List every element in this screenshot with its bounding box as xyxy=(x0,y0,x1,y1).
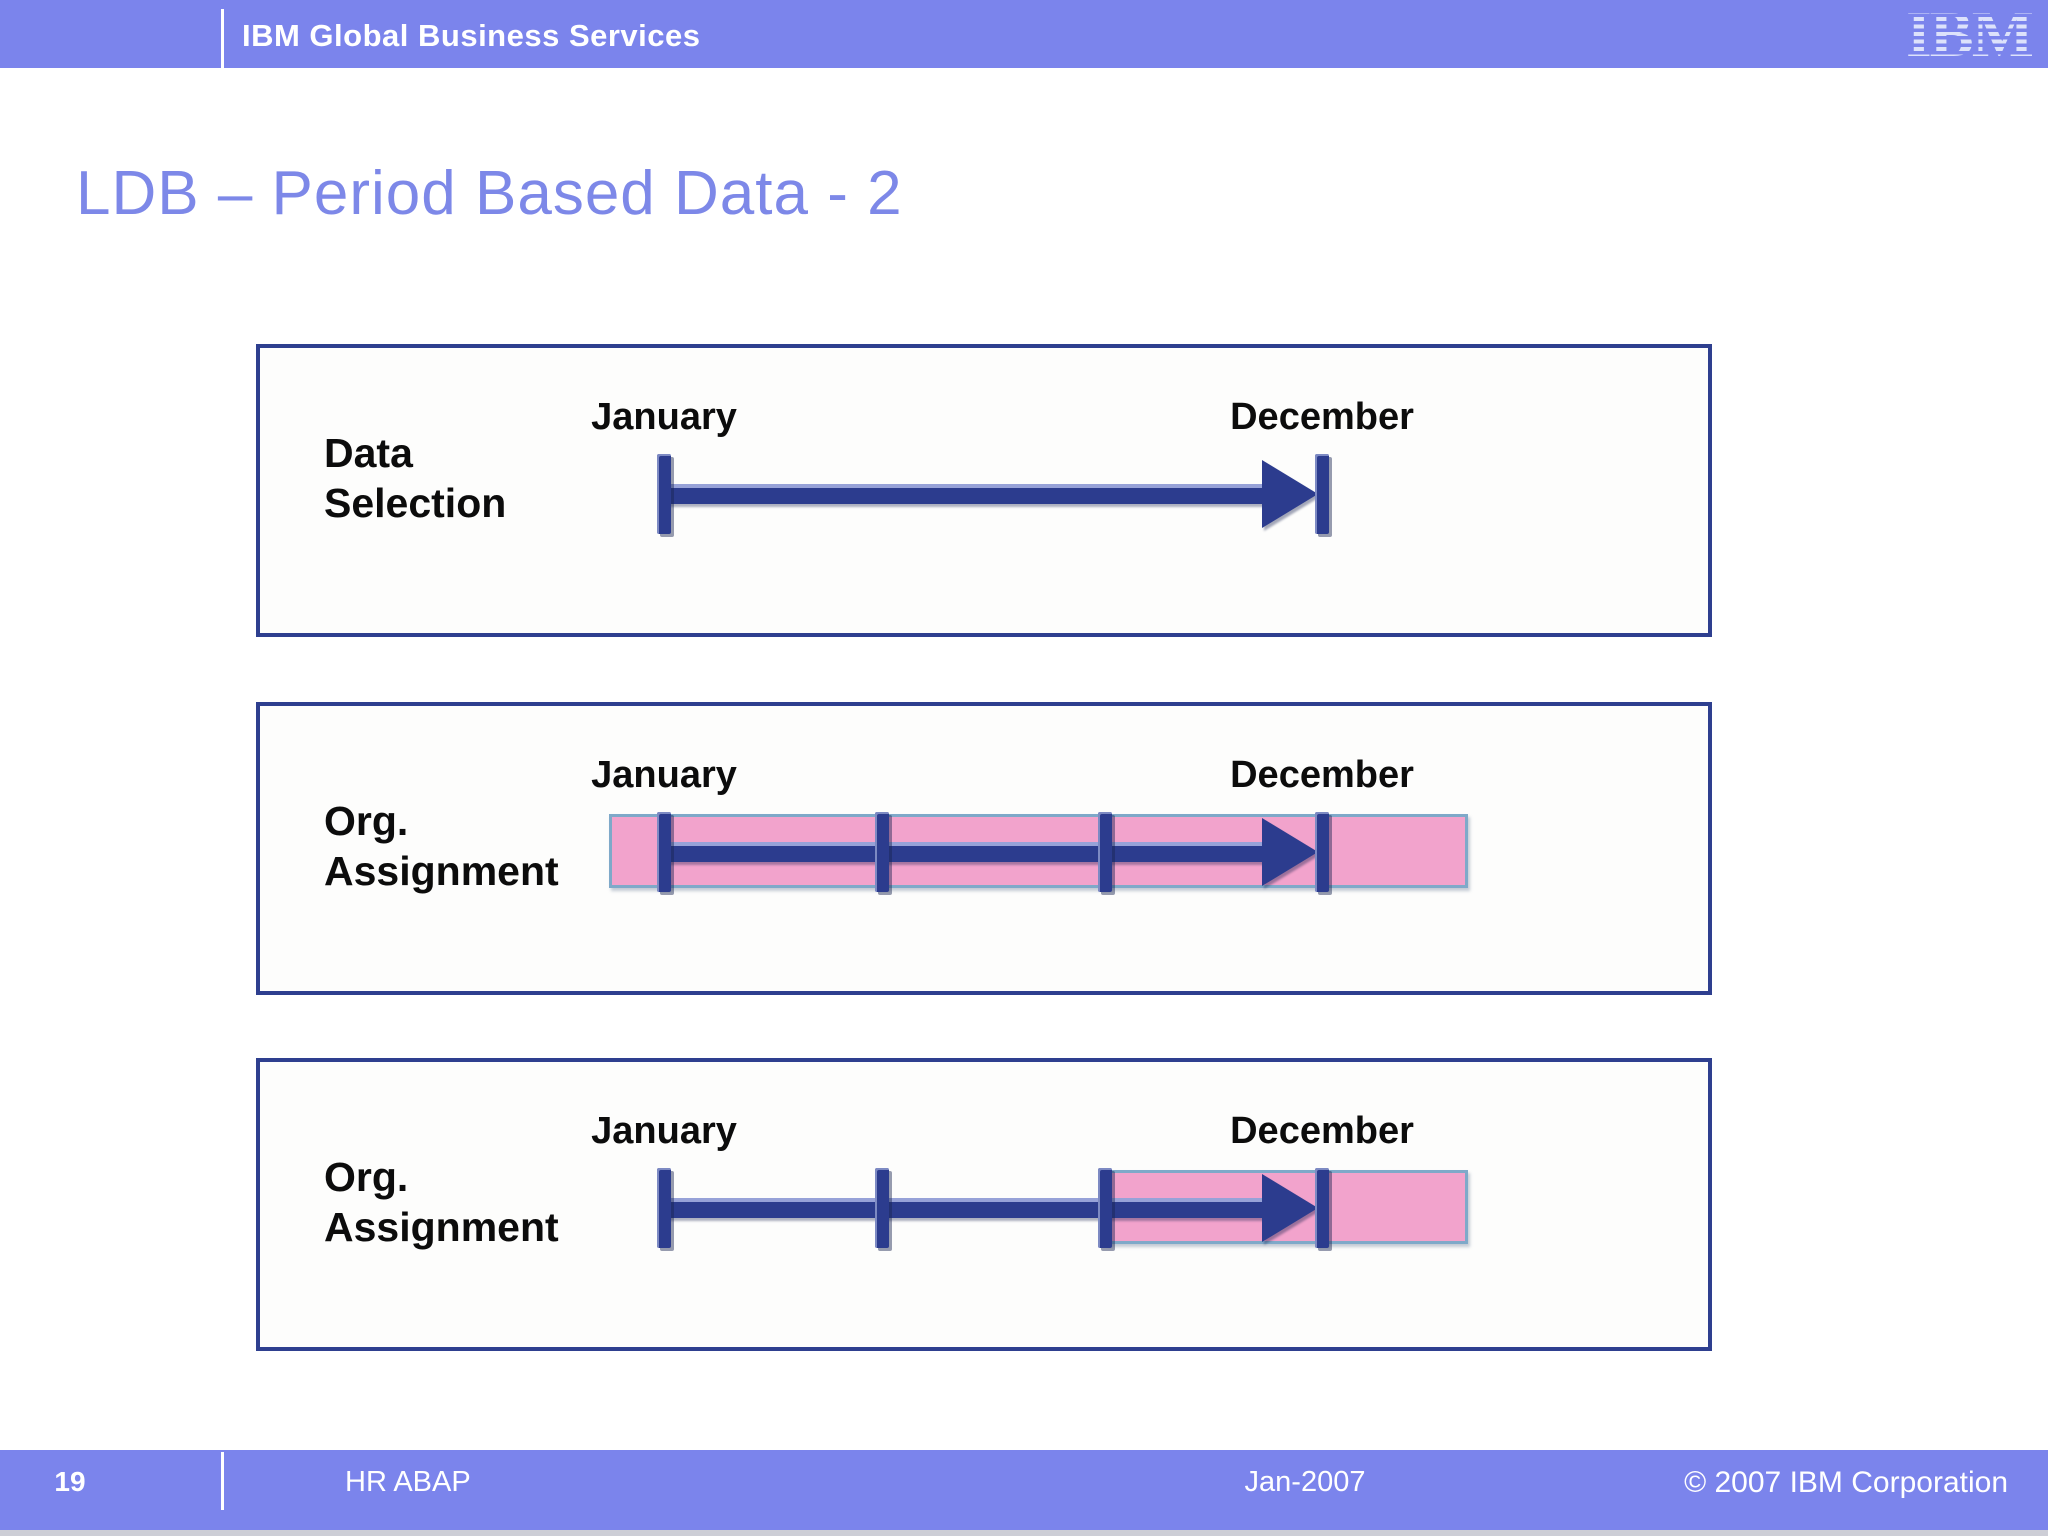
panel-label: Org. Assignment xyxy=(324,798,559,895)
panel-label: Data Selection xyxy=(324,430,507,527)
timeline-diagram xyxy=(260,1062,1708,1347)
timeline-arrow-shaft xyxy=(664,1198,1266,1218)
timeline-tick xyxy=(657,812,671,892)
timeline-tick xyxy=(657,1168,671,1248)
bottom-edge-strip xyxy=(0,1530,2048,1536)
month-label-january: January xyxy=(591,396,737,438)
timeline-tick xyxy=(1315,454,1329,534)
page-number: 19 xyxy=(54,1466,86,1497)
header-divider xyxy=(221,9,224,68)
panel-org-assignment-full: Org. Assignment January December xyxy=(256,702,1712,995)
timeline-tick xyxy=(1315,812,1329,892)
timeline-tick xyxy=(875,1168,889,1248)
footer-course-name: HR ABAP xyxy=(345,1466,471,1498)
timeline-arrowhead xyxy=(1262,460,1318,528)
timeline-arrowhead xyxy=(1262,818,1318,886)
panel-org-assignment-partial: Org. Assignment January December xyxy=(256,1058,1712,1351)
timeline-arrow-shaft xyxy=(664,842,1266,862)
timeline-arrowhead xyxy=(1262,1174,1318,1242)
timeline-tick xyxy=(1315,1168,1329,1248)
month-label-december: December xyxy=(1230,396,1414,438)
timeline-tick xyxy=(875,812,889,892)
month-label-december: December xyxy=(1230,754,1414,796)
footer-divider xyxy=(221,1452,224,1510)
header-brand-text: IBM Global Business Services xyxy=(242,18,701,53)
timeline-tick xyxy=(657,454,671,534)
ibm-logo-icon: IBM xyxy=(1906,0,2034,71)
panel-data-selection: Data Selection January December xyxy=(256,344,1712,637)
page-title: LDB – Period Based Data - 2 xyxy=(76,159,903,228)
footer-copyright: © 2007 IBM Corporation xyxy=(1684,1466,2008,1499)
month-label-january: January xyxy=(591,754,737,796)
timeline-diagram xyxy=(260,348,1708,633)
month-label-january: January xyxy=(591,1110,737,1152)
footer-date: Jan-2007 xyxy=(1244,1466,1366,1498)
timeline-arrow-shaft xyxy=(664,484,1266,504)
timeline-tick xyxy=(1098,812,1112,892)
footer-bar: 19 HR ABAP Jan-2007 © 2007 IBM Corporati… xyxy=(0,1450,2048,1530)
timeline-diagram xyxy=(260,706,1708,991)
panel-label: Org. Assignment xyxy=(324,1154,559,1251)
timeline-tick xyxy=(1098,1168,1112,1248)
header-bar: IBM Global Business Services IBM xyxy=(0,0,2048,68)
month-label-december: December xyxy=(1230,1110,1414,1152)
